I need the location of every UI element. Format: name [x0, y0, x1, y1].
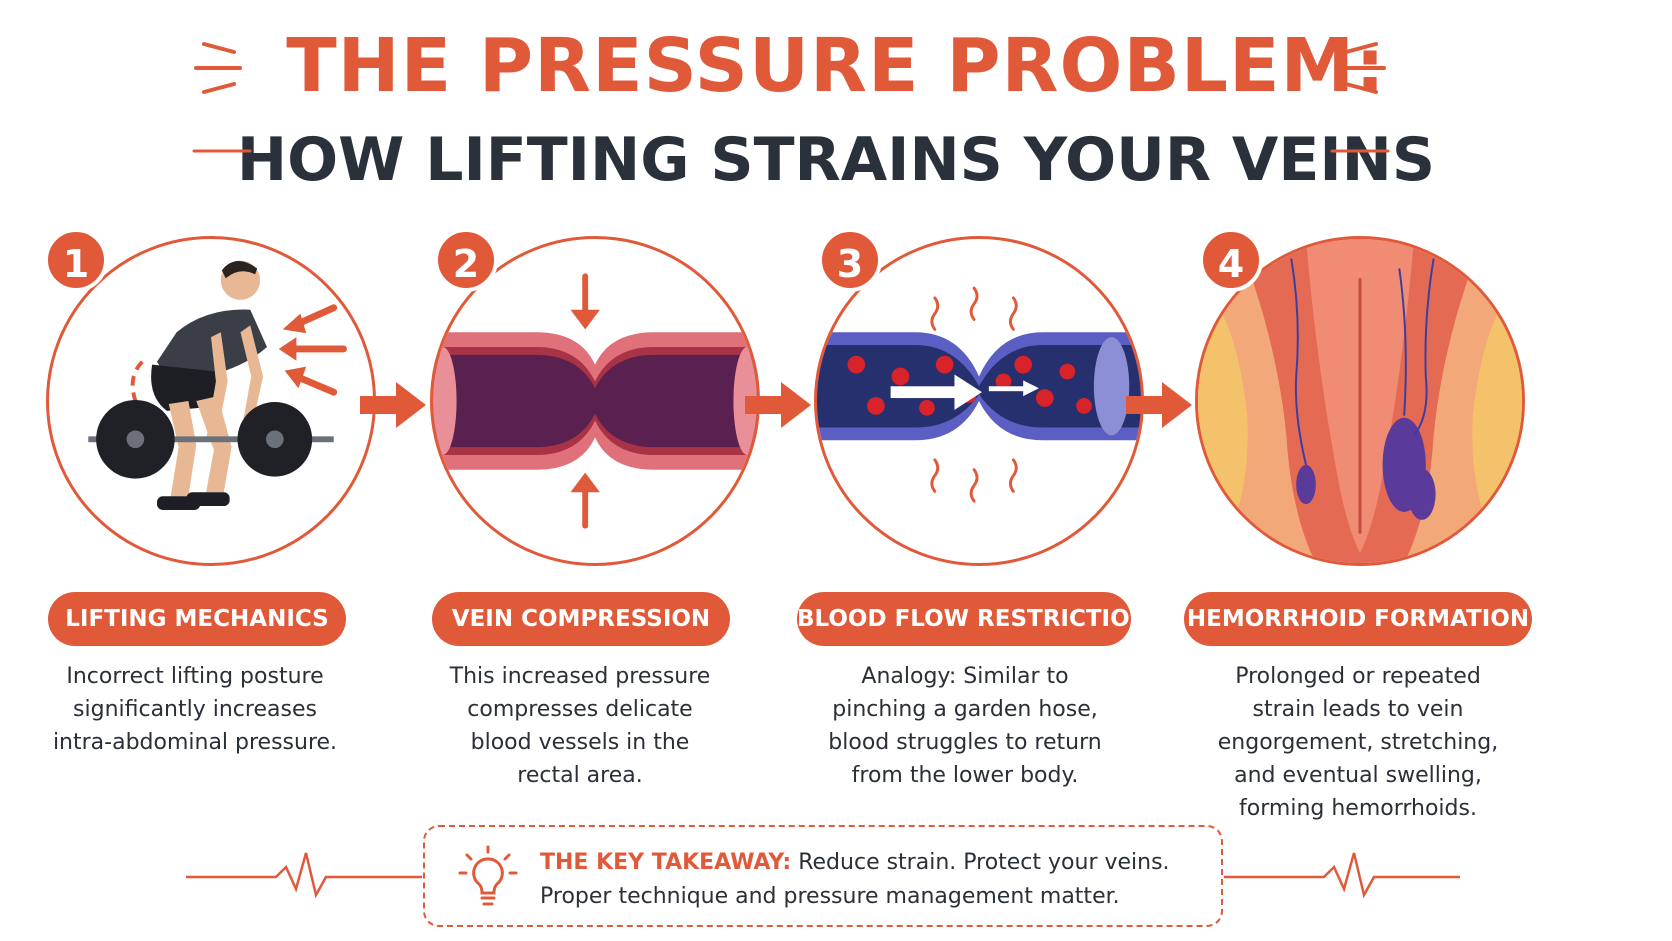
- flow-arrow-3-icon: [1126, 382, 1192, 428]
- flow-arrow-2-icon: [745, 382, 811, 428]
- step-1-number-badge: 1: [44, 228, 108, 292]
- restricted-flow-icon: [814, 236, 1144, 566]
- step-1-label: LIFTING MECHANICS: [48, 592, 346, 646]
- key-takeaway-box: THE KEY TAKEAWAY: Reduce strain. Protect…: [423, 825, 1223, 927]
- weightlifter-icon: [46, 236, 376, 566]
- right-heartbeat-line-icon: [1224, 852, 1460, 899]
- step-2-number-badge: 2: [434, 228, 498, 292]
- step-2-description: This increased pressure compresses delic…: [449, 664, 711, 788]
- flow-arrow-1-icon: [360, 382, 426, 428]
- takeaway-heading: THE KEY TAKEAWAY:: [540, 850, 792, 875]
- step-3-label: BLOOD FLOW RESTRICTION: [797, 592, 1149, 646]
- takeaway-line-1: THE KEY TAKEAWAY: Reduce strain. Protect…: [540, 850, 1170, 875]
- step-4-number-badge: 4: [1199, 228, 1263, 292]
- step-3-description: Analogy: Similar to pinching a garden ho…: [828, 664, 1102, 788]
- left-heartbeat-line-icon: [186, 852, 422, 899]
- lightbulb-icon: [458, 845, 518, 906]
- takeaway-line-2: Proper technique and pressure management…: [540, 884, 1120, 909]
- step-4-label: HEMORRHOID FORMATION: [1184, 592, 1532, 646]
- step-3-number-badge: 3: [818, 228, 882, 292]
- page-subtitle: HOW LIFTING STRAINS YOUR VEINS: [236, 125, 1436, 195]
- right-burst-lines-icon: [1338, 42, 1386, 94]
- step-1-description: Incorrect lifting posture significantly …: [52, 664, 338, 755]
- left-burst-lines-icon: [194, 42, 242, 94]
- right-subtitle-rule: [1330, 149, 1390, 153]
- hemorrhoid-anatomy-icon: [1195, 236, 1525, 566]
- compressed-vessel-icon: [430, 236, 760, 566]
- page-title: THE PRESSURE PROBLEM:: [286, 23, 1386, 109]
- left-subtitle-rule: [192, 149, 252, 153]
- title-block: THE PRESSURE PROBLEM: HOW LIFTING STRAIN…: [0, 18, 1672, 202]
- step-4-description: Prolonged or repeated strain leads to ve…: [1217, 664, 1499, 821]
- step-2-label: VEIN COMPRESSION: [432, 592, 730, 646]
